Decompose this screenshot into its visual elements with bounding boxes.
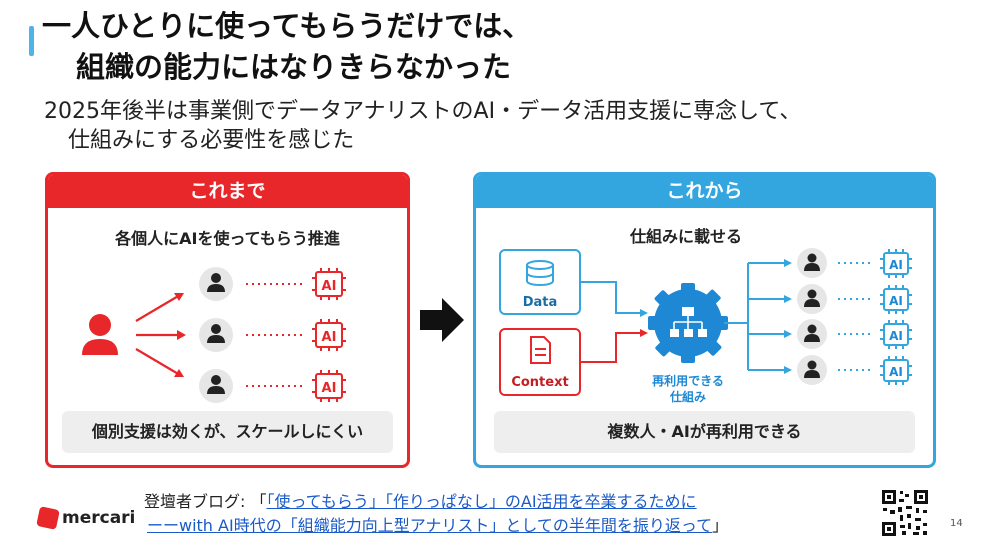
title-line-1: 一人ひとりに使ってもらうだけでは、: [42, 9, 532, 43]
ai-chip-label: AI: [889, 365, 903, 379]
mercari-logo-text: mercari: [62, 508, 136, 528]
ai-chip-icon: [880, 285, 912, 314]
ai-chip-icon: [880, 249, 912, 278]
page-title: 一人ひとりに使ってもらうだけでは、 組織の能力にはなりきらなかった: [42, 6, 531, 88]
reusable-system-gear-icon: [648, 283, 728, 363]
before-panel-footer: 個別支援は効くが、スケールしにくい: [62, 411, 393, 453]
ai-chip-label: AI: [322, 330, 337, 345]
speaker-blog-reference: 登壇者ブログ: 「「使ってもらう」「作りっぱなし」のAI活用を卒業するために ー…: [144, 490, 728, 538]
before-diagram: AI AI AI: [82, 267, 346, 403]
user-row-1: [199, 267, 304, 301]
document-icon: [530, 336, 551, 364]
after-diagram: Data Context: [499, 248, 912, 404]
user-row-2: [797, 284, 872, 314]
user-row-1: [797, 248, 872, 278]
blog-prefix: 登壇者ブログ: 「: [144, 492, 267, 511]
blog-link-line-2[interactable]: ーーwith AI時代の「組織能力向上型アナリスト」としての半年間を振り返って: [147, 516, 713, 535]
database-icon: [526, 260, 554, 287]
transition-arrow-icon: [420, 298, 464, 342]
qr-code-icon[interactable]: [880, 488, 930, 538]
ai-chip-icon: [312, 370, 346, 402]
red-person-icon: [82, 314, 118, 355]
title-line-2: 組織の能力にはなりきらなかった: [76, 50, 512, 84]
ai-chip-icon: [880, 356, 912, 385]
data-label: Data: [523, 295, 558, 310]
ai-chip-label: AI: [889, 294, 903, 308]
data-connector: [580, 281, 644, 314]
ai-chip-icon: [312, 268, 346, 300]
ai-chip-icon: [312, 319, 346, 351]
mercari-logo-mark-icon: [36, 506, 60, 530]
blog-suffix: 」: [712, 516, 729, 535]
ai-chip-label: AI: [322, 381, 337, 396]
subtitle-line-1: 2025年後半は事業側でデータアナリストのAI・データ活用支援に専念して、: [44, 99, 802, 124]
before-panel-caption: 各個人にAIを使ってもらう推進: [115, 229, 340, 248]
subtitle-line-2: 仕組みにする必要性を感じた: [68, 128, 355, 153]
page-subtitle: 2025年後半は事業側でデータアナリストのAI・データ活用支援に専念して、 仕組…: [44, 97, 801, 155]
after-panel: これから 仕組みに載せる Data Context: [473, 172, 936, 468]
ai-chip-label: AI: [889, 258, 903, 272]
title-accent-bar: [29, 26, 34, 56]
hub-label-2: 仕組み: [669, 389, 706, 404]
after-panel-footer: 複数人・AIが再利用できる: [494, 411, 915, 453]
user-row-3: [199, 369, 304, 403]
context-connector-head: [640, 329, 648, 337]
mercari-logo: mercari: [36, 506, 136, 530]
before-panel-header: これまで: [48, 175, 407, 208]
after-panel-header: これから: [476, 175, 933, 208]
output-arrowheads: [784, 259, 792, 374]
after-panel-caption: 仕組みに載せる: [629, 227, 742, 246]
page-number: 14: [950, 518, 963, 529]
data-connector-head: [640, 309, 648, 317]
context-connector: [580, 332, 644, 363]
user-row-4: [797, 355, 872, 385]
context-source-box: Context: [499, 328, 581, 396]
blog-link-line-1[interactable]: 「使ってもらう」「作りっぱなし」のAI活用を卒業するために: [266, 492, 697, 511]
distribution-arrows: [135, 293, 186, 377]
user-row-2: [199, 318, 304, 352]
hub-label-1: 再利用できる: [652, 373, 724, 388]
user-row-3: [797, 319, 872, 349]
context-label: Context: [511, 375, 568, 390]
data-source-box: Data: [499, 249, 581, 315]
ai-chip-label: AI: [889, 329, 903, 343]
ai-chip-icon: [880, 320, 912, 349]
ai-chip-label: AI: [322, 279, 337, 294]
before-panel: これまで 各個人にAIを使ってもらう推進: [45, 172, 410, 468]
output-connectors: [724, 262, 786, 371]
